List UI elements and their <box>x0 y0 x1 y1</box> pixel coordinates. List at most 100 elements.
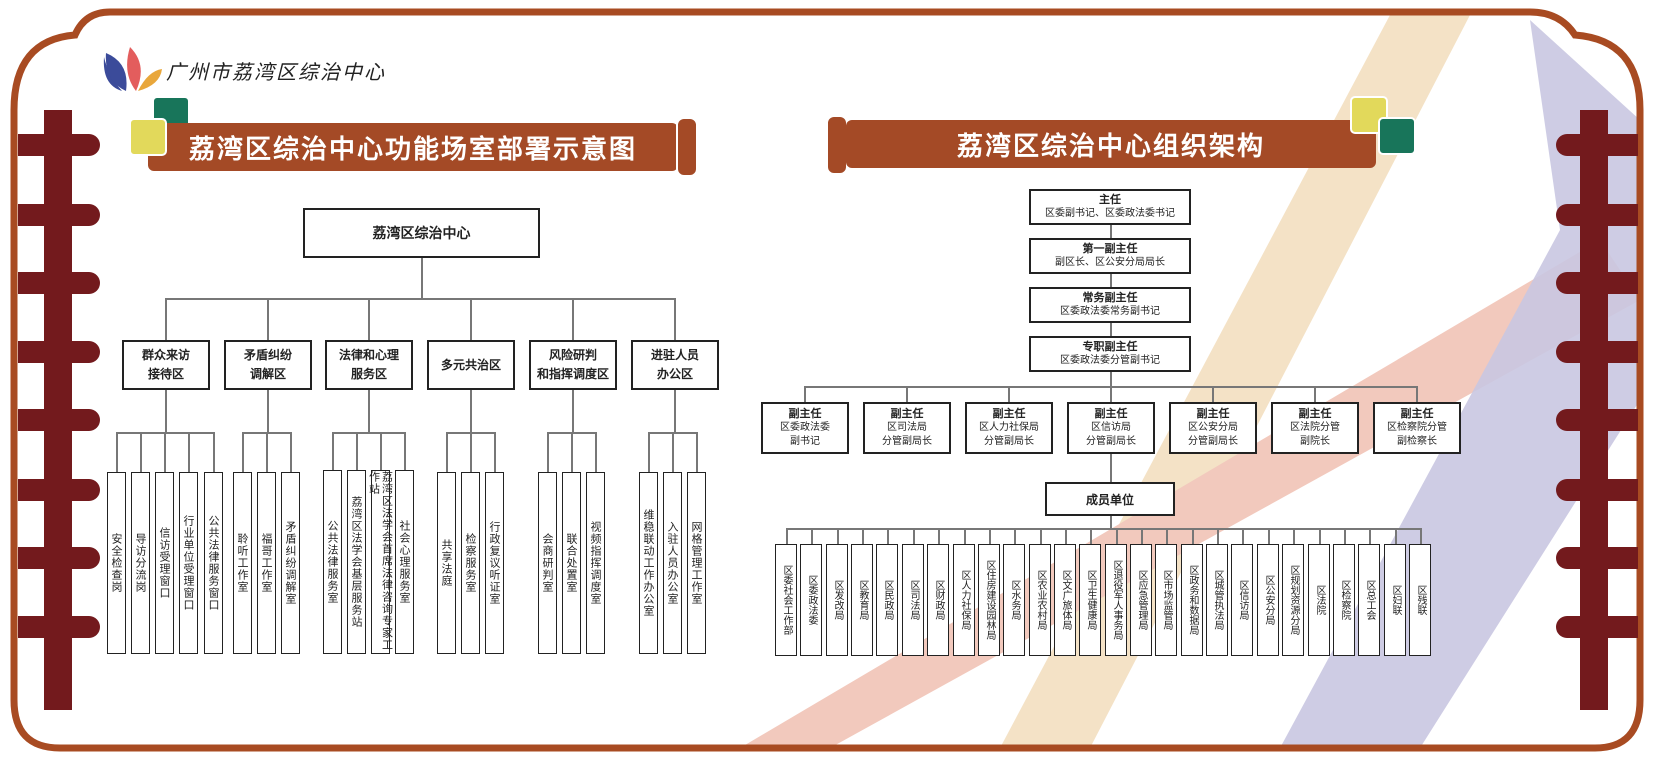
deputy-node: 副主任区委政法委 副书记 <box>761 402 849 454</box>
connector-line <box>356 432 358 472</box>
deputy-role: 副主任 <box>1400 407 1434 420</box>
connector-line <box>446 432 448 472</box>
connector-line <box>421 258 423 298</box>
room-label: 共享法庭 <box>440 539 453 587</box>
room-node: 检察服务室 <box>461 472 480 654</box>
left-title: 荔湾区综治中心功能场室部署示意图 <box>188 134 637 165</box>
deputy-desc: 区法院分管 副院长 <box>1290 422 1340 447</box>
frame-border <box>10 8 1644 752</box>
connector-line <box>332 432 334 472</box>
connector-line <box>1420 528 1422 544</box>
connector-line <box>804 386 806 402</box>
member-unit-label: 区财政局 <box>933 580 944 620</box>
members-title-node: 成员单位 <box>1045 482 1175 516</box>
member-unit-node: 区市场监管局 <box>1155 544 1177 656</box>
member-unit-node: 区法院 <box>1308 544 1330 656</box>
member-unit-node: 区教育局 <box>851 544 873 656</box>
room-node: 社会心理服务室 <box>395 470 414 654</box>
pillar-crossbar <box>18 134 100 156</box>
connector-line <box>674 390 676 432</box>
member-unit-label: 区人力社保局 <box>959 570 970 630</box>
connector-line <box>672 432 674 472</box>
member-unit-label: 区总工会 <box>1364 580 1375 620</box>
connector-line <box>165 298 167 340</box>
connector-line <box>1192 528 1194 544</box>
member-unit-label: 区文广旅体局 <box>1060 570 1071 630</box>
lotus-logo-icon <box>103 47 162 91</box>
deputy-node: 副主任区检察院分管 副检察长 <box>1373 402 1461 454</box>
connector-line <box>165 390 167 432</box>
connector-line <box>1110 225 1112 238</box>
connector-line <box>332 432 404 434</box>
room-label: 荔湾区法学会首席法律咨询专家工作站 <box>367 471 394 651</box>
member-unit-label: 区应急管理局 <box>1136 570 1147 630</box>
banner-cap-left <box>676 117 698 177</box>
pillar-crossbar <box>1556 479 1638 501</box>
connector-line <box>1314 386 1316 402</box>
connector-line <box>1065 528 1067 544</box>
room-node: 行政复议听证室 <box>485 472 504 654</box>
member-unit-node: 区妇联 <box>1384 544 1406 656</box>
room-label: 联合处置室 <box>565 533 578 593</box>
connector-line <box>572 298 574 340</box>
brand-name: 广州市荔湾区综治中心 <box>166 59 386 84</box>
member-unit-node: 区财政局 <box>927 544 949 656</box>
banner-cap-right <box>826 115 848 175</box>
member-unit-node: 区公安分局 <box>1257 544 1279 656</box>
leader-node: 主任区委副书记、区委政法委书记 <box>1029 189 1191 225</box>
room-node: 视频指挥调度室 <box>586 472 605 654</box>
member-unit-node: 区应急管理局 <box>1130 544 1152 656</box>
connector-line <box>1166 528 1168 544</box>
connector-line <box>674 298 676 340</box>
room-label: 福哥工作室 <box>260 533 273 593</box>
pillar-crossbar <box>18 616 100 638</box>
deputy-role: 副主任 <box>1196 407 1230 420</box>
connector-line <box>938 528 940 544</box>
connector-line <box>1110 372 1112 386</box>
room-node: 公共法律服务窗口 <box>204 472 223 654</box>
member-unit-label: 区政务和数据局 <box>1187 565 1198 635</box>
deputy-node: 副主任区公安分局 分管副局长 <box>1169 402 1257 454</box>
room-label: 网格管理工作室 <box>690 521 703 605</box>
room-label: 公共法律服务室 <box>326 520 339 604</box>
zone-node: 进驻人员 办公区 <box>631 340 719 390</box>
connector-line <box>1110 454 1112 482</box>
pillar-crossbar <box>1556 616 1638 638</box>
member-unit-node: 区住房建设园林局 <box>978 544 1000 656</box>
connector-line <box>1395 528 1397 544</box>
square-yellow-right <box>1350 96 1388 134</box>
square-yellow-left <box>129 118 167 156</box>
leader-role: 常务副主任 <box>1082 291 1138 304</box>
leader-role: 第一副主任 <box>1082 242 1138 255</box>
connector-line <box>290 432 292 472</box>
connector-line <box>470 390 472 432</box>
connector-line <box>1110 516 1112 528</box>
member-unit-node: 区检察院 <box>1333 544 1355 656</box>
room-node: 荔湾区法学会基层服务站 <box>347 470 366 654</box>
member-unit-label: 区信访局 <box>1237 580 1248 620</box>
connector-line <box>116 432 118 472</box>
pillar-crossbar <box>18 272 100 294</box>
connector-line <box>470 432 472 472</box>
deputy-desc: 区检察院分管 副检察长 <box>1387 422 1447 447</box>
connector-line <box>213 432 215 472</box>
room-node: 导访分流岗 <box>131 472 150 654</box>
member-unit-label: 区残联 <box>1415 585 1426 615</box>
connector-line <box>786 528 1420 530</box>
connector-line <box>1212 386 1214 402</box>
deputy-role: 副主任 <box>788 407 822 420</box>
room-node: 矛盾纠纷调解室 <box>281 472 300 654</box>
room-label: 信访受理窗口 <box>158 527 171 599</box>
member-unit-label: 区检察院 <box>1339 580 1350 620</box>
room-label: 公共法律服务窗口 <box>207 515 220 611</box>
leader-node: 第一副主任副区长、区公安分局局长 <box>1029 238 1191 274</box>
square-green-right <box>1378 117 1416 155</box>
room-label: 矛盾纠纷调解室 <box>284 521 297 605</box>
member-unit-node: 区卫生健康局 <box>1079 544 1101 656</box>
member-unit-node: 区人力社保局 <box>953 544 975 656</box>
deputy-role: 副主任 <box>1298 407 1332 420</box>
member-unit-node: 区发改局 <box>826 544 848 656</box>
connector-line <box>140 432 142 472</box>
member-unit-node: 区残联 <box>1409 544 1431 656</box>
member-unit-label: 区司法局 <box>908 580 919 620</box>
